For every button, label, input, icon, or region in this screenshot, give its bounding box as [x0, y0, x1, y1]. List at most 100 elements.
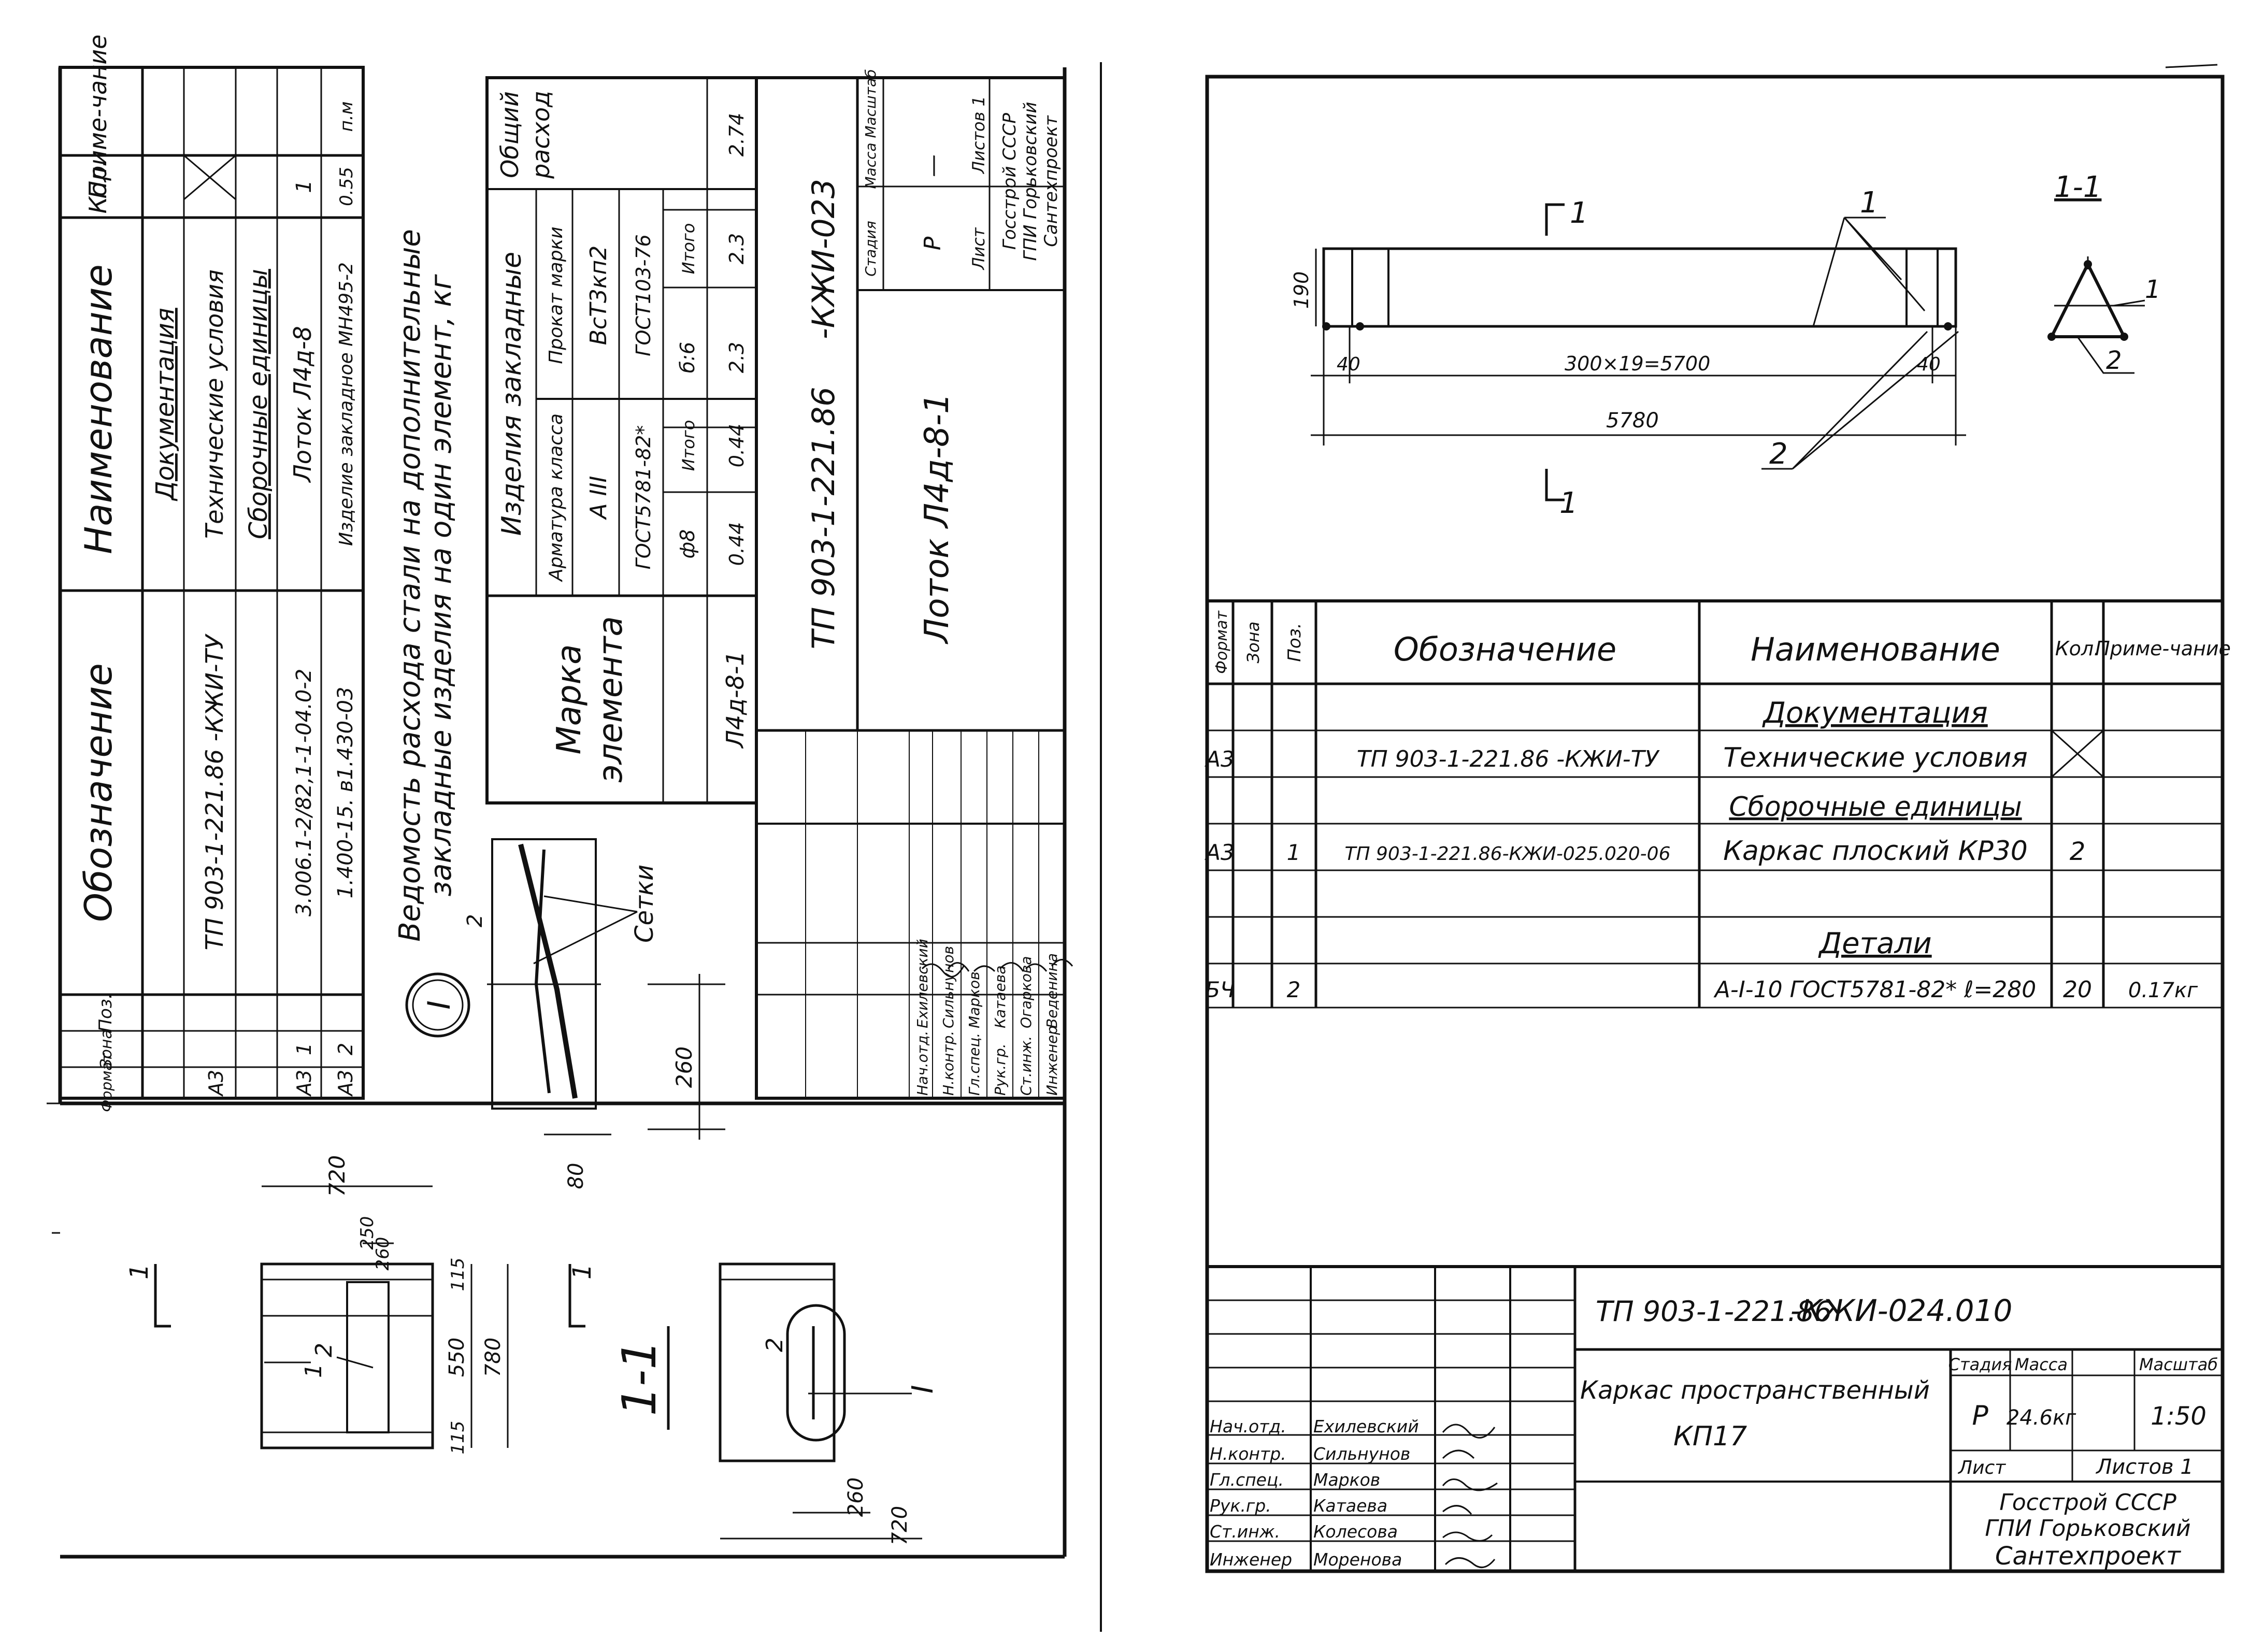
left-plan-insert: [346, 1281, 390, 1433]
left-tb-stamp: Нач.отд. Н.контр. Гл.спец. Рук.гр. Ст.ин…: [914, 939, 1061, 1096]
right-dim-left: 40: [1337, 354, 1360, 375]
right-spec-header-name: Наименование: [1751, 630, 2000, 668]
right-spec-row3-qty: 20: [2063, 976, 2092, 1003]
right-cut-label-bottom: 1: [1559, 486, 1578, 520]
left-plan-dim-250: 250: [357, 1216, 378, 1250]
left-spec-header-pos: Поз.: [95, 993, 116, 1032]
left-steel-diam: ф8: [676, 529, 699, 559]
right-section-pos1: 1: [2145, 275, 2161, 304]
left-spec-row3-qty: 0.55: [336, 167, 357, 206]
left-steel-rebar-value: 0.44: [725, 522, 748, 566]
left-tb-role-4: Ст.инж.: [1018, 1036, 1035, 1096]
left-steel-table: Марка элемента Изделия закладные Арматур…: [485, 76, 758, 805]
left-plan-pos2: 2: [311, 1343, 337, 1357]
right-tb-mass-header: Масса: [2015, 1355, 2068, 1374]
right-tb-stamp: Нач.отд. Н.контр. Гл.спец. Рук.гр. Ст.ин…: [1210, 1416, 1419, 1570]
right-tb-stage-header: Стадия: [1948, 1355, 2012, 1374]
right-tb-stage: Р: [1972, 1400, 1988, 1431]
left-spec-row3-name: Изделие закладное МН495-2: [336, 262, 357, 546]
right-spec-header-designation: Обозначение: [1394, 630, 1616, 668]
left-tb-role-5: Инженер: [1043, 1026, 1061, 1096]
left-section-callout: I: [906, 1385, 940, 1394]
left-drawing: Сетки I 2 260 80 1 2 720: [125, 838, 940, 1545]
right-dim-total: 5780: [1606, 409, 1659, 433]
left-section-label: 1-1: [612, 1340, 667, 1416]
left-tb-role-2: Гл.спец.: [966, 1033, 983, 1096]
right-tb-sheets-label: Листов 1: [2095, 1455, 2194, 1479]
left-spec-header-note: Приме-чание: [84, 35, 112, 199]
left-steel-rebar-class: А III: [585, 476, 612, 520]
left-node-pos2: 2: [463, 914, 487, 927]
right-spec-row3-format: БЧ: [1205, 977, 1235, 1002]
left-steel-title-line2: закладные изделия на один элемент, кг: [424, 274, 458, 897]
right-spec-section-documentation: Документация: [1761, 696, 1987, 730]
left-spec-row3-format: А3: [334, 1070, 357, 1097]
right-tb-scale-header: Масштаб: [2139, 1355, 2218, 1374]
right-sheet: 1 1 1 2 190 40 300×19=5700 40 5780: [1204, 64, 2231, 1573]
left-cut-arrow-2: [568, 1264, 585, 1328]
left-steel-element-mark: Л4д-8-1: [721, 651, 749, 749]
right-tb-org2: ГПИ Горьковский: [1985, 1515, 2190, 1542]
left-steel-header-rolled: Прокат марки: [546, 226, 567, 364]
left-spec-row3-note: п.м: [336, 102, 357, 132]
left-steel-header-embedded: Изделия закладные: [496, 252, 527, 536]
left-plan-outline: [260, 1262, 434, 1449]
right-tb-name-2: Марков: [1313, 1470, 1380, 1490]
right-spec-header-qty: Кол.: [2055, 637, 2100, 660]
right-dim-right: 40: [1917, 354, 1941, 375]
right-spec-row1-name: Технические условия: [1723, 742, 2028, 773]
left-spec-table: Приме-чание Кол. Наименование Обозначени…: [59, 35, 365, 1112]
left-node-dim-260: 260: [671, 1046, 697, 1088]
left-cut-mark-2: 1: [568, 1263, 597, 1280]
left-spec-header-format: Формат: [98, 1053, 115, 1112]
right-tb-title1: Каркас пространственный: [1580, 1376, 1930, 1405]
left-steel-header-mark2: элемента: [592, 616, 630, 782]
right-tb-sheet-label: Лист: [1957, 1457, 2006, 1478]
left-tb-stage-header: Стадия: [862, 221, 879, 276]
left-plan-dim-260: 260: [372, 1237, 393, 1271]
right-spec-row3-pos: 2: [1287, 977, 1301, 1002]
left-spec-row2-name: Лоток Л4д-8: [289, 326, 317, 483]
right-tb-role-5: Инженер: [1210, 1549, 1292, 1570]
right-spec-header-zone: Зона: [1243, 622, 1263, 664]
left-spec-header-designation: Обозначение: [77, 663, 120, 922]
left-spec-row2-format: А3: [293, 1070, 316, 1097]
left-mesh-bar: [518, 843, 578, 1099]
right-tb-signatures: [1442, 1424, 1498, 1569]
left-tb-sheets-label: Листов 1: [969, 96, 988, 174]
right-drawing: 1 1 1 2 190 40 300×19=5700 40 5780: [1290, 170, 2161, 520]
right-spec-row2-designation: ТП 903-1-221.86-КЖИ-025.020-06: [1345, 843, 1671, 865]
left-spec-row2-designation: 3.006.1-2/82,1-1-04.0-2: [292, 669, 316, 916]
right-tb-code1: ТП 903-1-221.86: [1596, 1295, 1832, 1328]
left-steel-section: б:6: [676, 342, 699, 373]
right-spec-row2-format: А3: [1204, 840, 1234, 865]
left-spec-header-qty: Кол.: [84, 160, 112, 214]
left-plan-dim-550: 550: [445, 1338, 469, 1377]
left-tb-org1: Госстрой СССР: [999, 113, 1020, 250]
right-tb-mass: 24.6кг: [2007, 1406, 2076, 1430]
left-plan-dim-720: 720: [324, 1155, 350, 1197]
left-node-outline: [491, 838, 597, 1110]
left-section-dim-720: 720: [888, 1506, 912, 1545]
right-spec-row2-pos: 1: [1287, 840, 1301, 865]
right-section-label: 1-1: [2054, 170, 2101, 204]
left-steel-rebar-gost: ГОСТ5781-82*: [632, 425, 655, 570]
right-cut-mark-top: [1545, 203, 1565, 236]
left-tb-role-1: Н.контр.: [940, 1031, 957, 1096]
left-tb-org2: ГПИ Горьковский: [1020, 102, 1041, 261]
right-tb-name-3: Катаева: [1313, 1496, 1387, 1516]
left-section-slot: [786, 1304, 846, 1442]
left-steel-rolled-grade: ВсТ3кп2: [585, 246, 612, 346]
right-spec-row1-format: А3: [1204, 746, 1234, 772]
left-tb-code2: -КЖИ-023: [806, 179, 842, 339]
left-spec-row2-pos: 1: [293, 1043, 316, 1055]
left-steel-header-total2: расход: [527, 91, 555, 179]
right-spec-row1-designation: ТП 903-1-221.86 -КЖИ-ТУ: [1357, 746, 1660, 772]
left-spec-header-zone: Зона: [97, 1029, 116, 1069]
left-steel-title-line1: Ведомость расхода стали на дополнительны…: [393, 229, 427, 942]
left-callout-circle: [405, 972, 470, 1038]
right-section-triangle: [2049, 261, 2127, 338]
left-tb-role-3: Рук.гр.: [992, 1043, 1009, 1096]
right-dim-span: 300×19=5700: [1565, 352, 1710, 375]
left-plan-dim-115b: 115: [448, 1421, 468, 1455]
